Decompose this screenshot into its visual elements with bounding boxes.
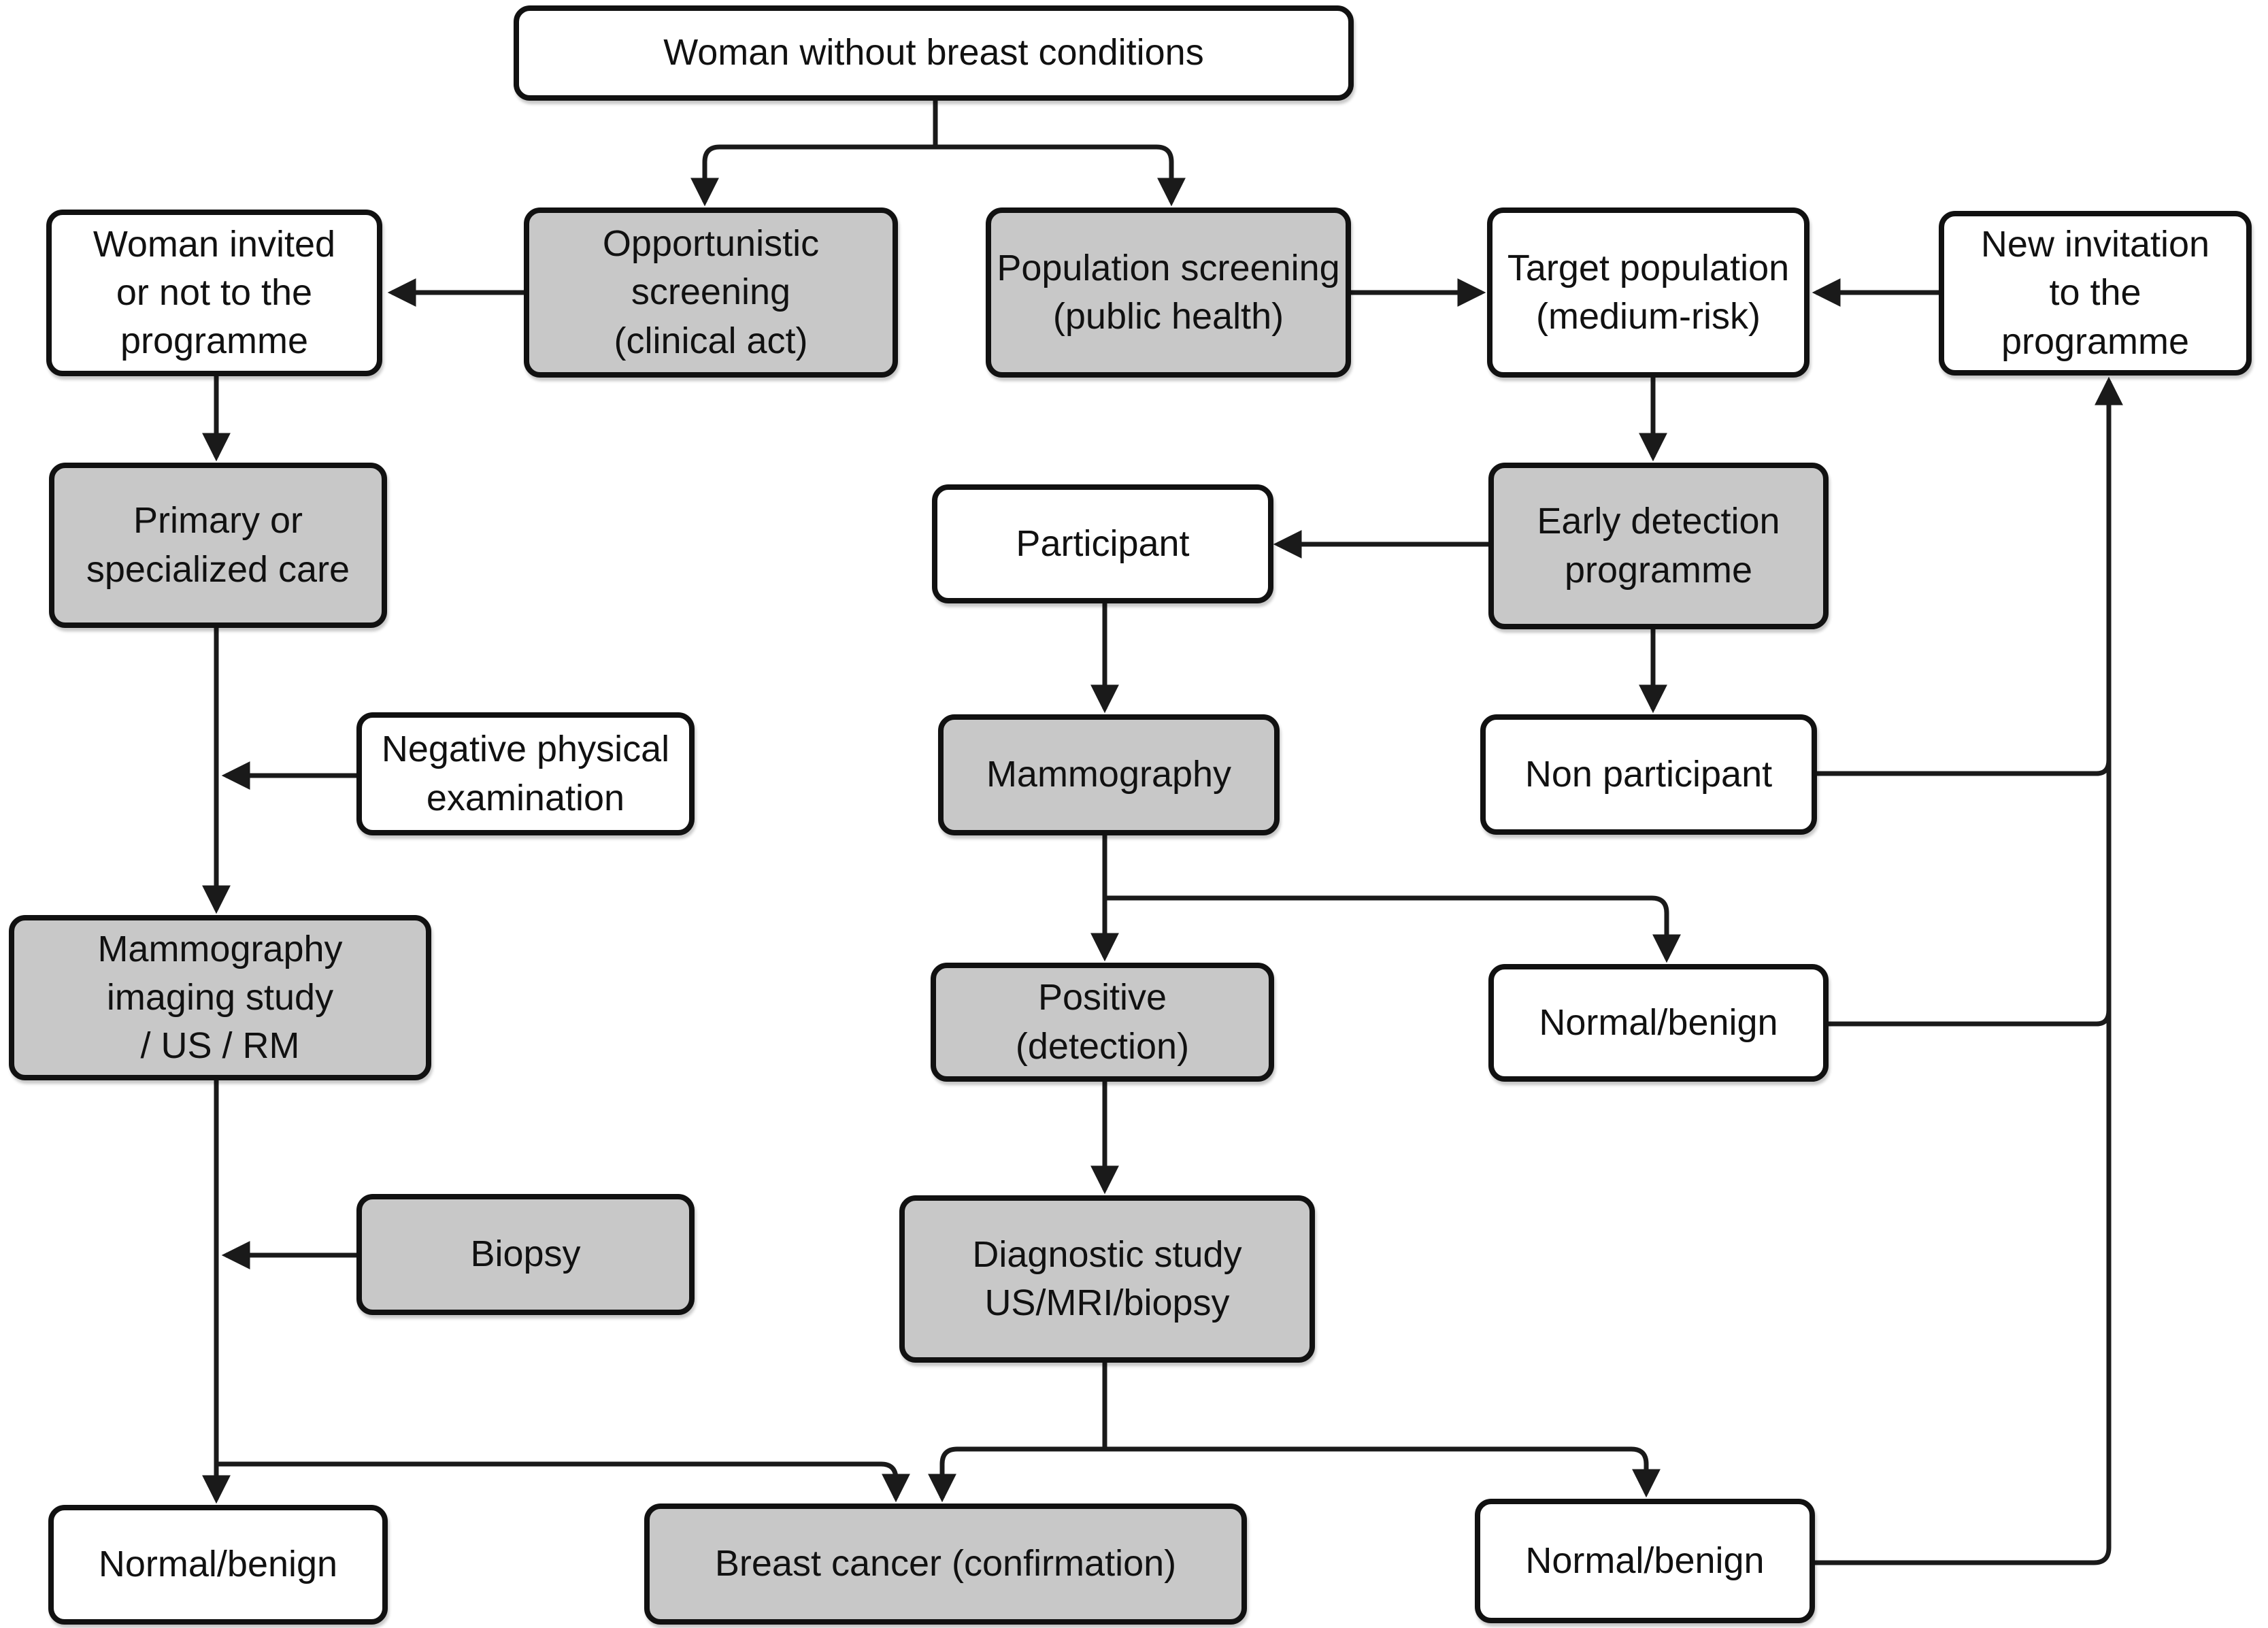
node-normal-benign-middle: Normal/benign (1488, 964, 1829, 1082)
edge-diagnostic-to-breast-cancer (928, 1446, 1105, 1503)
node-biopsy: Biopsy (356, 1194, 695, 1315)
node-normal-benign-right: Normal/benign (1475, 1499, 1815, 1623)
edge-diagnostic-to-normal-right (1105, 1446, 1661, 1498)
node-target-population: Target population (medium-risk) (1487, 207, 1810, 378)
node-opportunistic-screening: Opportunistic screening (clinical act) (524, 207, 898, 378)
node-negative-physical-examination: Negative physical examination (356, 712, 695, 835)
node-new-invitation: New invitation to the programme (1939, 211, 2252, 376)
node-mammography-imaging-study: Mammography imaging study / US / RM (9, 915, 431, 1080)
edge-non-participant-to-trunk (1817, 759, 2112, 776)
node-participant: Participant (932, 484, 1273, 603)
node-positive-detection: Positive (detection) (931, 963, 1274, 1082)
node-mammography: Mammography (938, 714, 1280, 835)
edge-left-branch-to-breast-cancer (216, 1461, 910, 1503)
node-primary-or-specialized-care: Primary or specialized care (49, 463, 387, 628)
node-non-participant: Non participant (1480, 714, 1817, 835)
node-woman-without-breast-conditions: Woman without breast conditions (514, 5, 1354, 101)
edge-trunk-to-new-invitation (1815, 376, 2123, 1565)
edge-mammography-branch-to-normal-mid (1105, 895, 1681, 963)
node-normal-benign-left: Normal/benign (48, 1505, 388, 1625)
node-woman-invited-or-not: Woman invited or not to the programme (46, 210, 382, 376)
node-diagnostic-study: Diagnostic study US/MRI/biopsy (899, 1195, 1315, 1363)
edge-split-to-opportunistic (690, 144, 935, 207)
edge-normal-mid-to-trunk (1829, 1010, 2112, 1027)
node-breast-cancer-confirmation: Breast cancer (confirmation) (644, 1504, 1247, 1625)
node-population-screening: Population screening (public health) (986, 207, 1351, 378)
node-early-detection-programme: Early detection programme (1488, 463, 1829, 629)
edge-split-to-population (935, 144, 1186, 207)
